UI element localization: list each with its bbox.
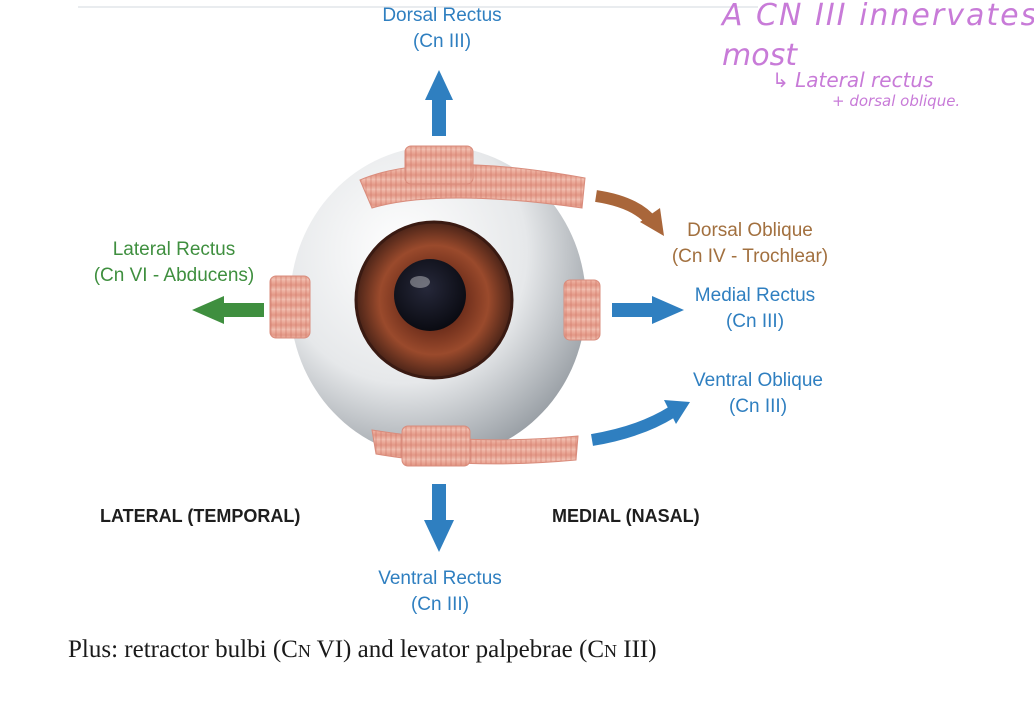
- dorsal-rectus-nerve: (Cn III): [412, 31, 472, 52]
- ventral-rectus-label: Ventral Rectus (Cn III): [360, 566, 520, 618]
- caption-suffix: III): [617, 636, 657, 663]
- caption-prefix: Plus: retractor bulbi (: [68, 636, 282, 663]
- caption-cn-1: Cn: [281, 636, 311, 663]
- lateral-rectus-name: Lateral Rectus: [112, 239, 236, 260]
- handwritten-note-line-3: ↳ Lateral rectus: [772, 68, 934, 92]
- ventral-oblique-name: Ventral Oblique: [693, 370, 823, 391]
- dorsal-oblique-name: Dorsal Oblique: [687, 220, 813, 241]
- lateral-rectus-label: Lateral Rectus (Cn VI - Abducens): [74, 237, 274, 289]
- dorsal-oblique-arrowhead: [640, 208, 664, 236]
- caption-mid: VI) and levator palpebrae (: [310, 636, 588, 663]
- dorsal-oblique-nerve: (Cn IV - Trochlear): [671, 246, 829, 267]
- dorsal-rectus-arrow: [425, 70, 453, 136]
- ventral-rectus-arrow: [424, 484, 454, 552]
- medial-rectus-name: Medial Rectus: [694, 285, 816, 306]
- pupil: [394, 259, 466, 331]
- lateral-rectus-nerve: (Cn VI - Abducens): [93, 265, 255, 286]
- medial-side-label: MEDIAL (NASAL): [552, 506, 700, 526]
- lateral-rectus-muscle: [269, 275, 311, 339]
- ventral-oblique-arrow: [591, 406, 676, 446]
- handwritten-note-line-4: + dorsal oblique.: [832, 92, 961, 110]
- handwritten-note-line-2: most: [722, 38, 797, 73]
- medial-rectus-nerve: (Cn III): [725, 311, 785, 332]
- medial-rectus-label: Medial Rectus (Cn III): [675, 283, 835, 335]
- dorsal-rectus-name: Dorsal Rectus: [382, 5, 502, 26]
- lateral-side-label: LATERAL (TEMPORAL): [100, 506, 301, 526]
- ventral-rectus-name: Ventral Rectus: [378, 568, 502, 589]
- eye-highlight: [410, 276, 430, 288]
- ventral-oblique-nerve: (Cn III): [728, 396, 788, 417]
- ventral-rectus-nerve: (Cn III): [410, 594, 470, 615]
- dorsal-rectus-label: Dorsal Rectus (Cn III): [362, 3, 522, 55]
- ventral-rectus-muscle: [401, 425, 471, 467]
- caption-cn-2: Cn: [587, 636, 618, 663]
- dorsal-oblique-label: Dorsal Oblique (Cn IV - Trochlear): [650, 218, 850, 270]
- ventral-oblique-label: Ventral Oblique (Cn III): [672, 368, 844, 420]
- dorsal-rectus-muscle: [404, 145, 474, 185]
- medial-rectus-muscle: [563, 279, 601, 341]
- lateral-rectus-arrow: [192, 296, 264, 324]
- medial-rectus-arrow: [612, 296, 684, 324]
- handwritten-note-line-1: A CN III innervates: [722, 0, 1034, 33]
- ventral-oblique-arrowhead: [664, 400, 690, 424]
- top-divider: [78, 6, 758, 8]
- caption: Plus: retractor bulbi (Cn VI) and levato…: [68, 636, 657, 664]
- dorsal-oblique-arrow: [595, 190, 657, 226]
